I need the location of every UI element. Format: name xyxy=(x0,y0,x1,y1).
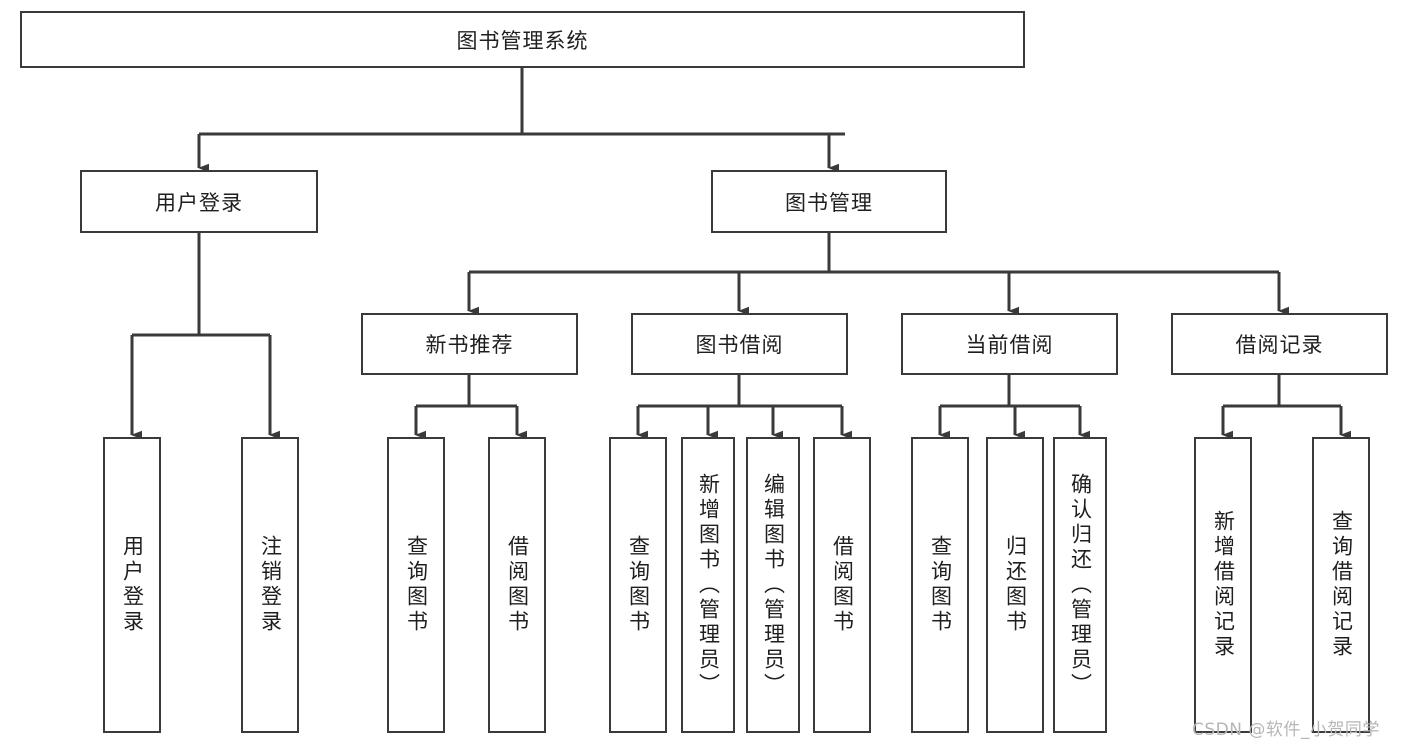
node-leaf-borrow-book-2-label: 借阅图书 xyxy=(830,535,855,635)
node-leaf-confirm-return-admin-label: 确认归还（管理员） xyxy=(1068,472,1093,698)
node-leaf-add-borrow-record-label: 新增借阅记录 xyxy=(1211,510,1236,660)
node-leaf-borrow-book-1[interactable]: 借阅图书 xyxy=(488,437,546,733)
node-root[interactable]: 图书管理系统 xyxy=(20,11,1025,68)
node-leaf-query-book-2-label: 查询图书 xyxy=(626,535,651,635)
node-leaf-query-book-2[interactable]: 查询图书 xyxy=(609,437,667,733)
node-book-borrow-label: 图书借阅 xyxy=(695,333,784,357)
node-leaf-add-book-admin-label: 新增图书（管理员） xyxy=(696,472,721,698)
node-leaf-edit-book-admin[interactable]: 编辑图书（管理员） xyxy=(746,437,800,733)
node-leaf-borrow-book-2[interactable]: 借阅图书 xyxy=(813,437,871,733)
node-borrow-record-label: 借阅记录 xyxy=(1235,333,1324,357)
node-leaf-logout-label: 注销登录 xyxy=(258,535,283,635)
node-leaf-logout[interactable]: 注销登录 xyxy=(241,437,299,733)
node-new-book-recommend-label: 新书推荐 xyxy=(425,333,514,357)
node-leaf-query-book-1-label: 查询图书 xyxy=(404,535,429,635)
node-root-label: 图书管理系统 xyxy=(456,28,589,53)
node-leaf-borrow-book-1-label: 借阅图书 xyxy=(505,535,530,635)
node-user-login-label: 用户登录 xyxy=(155,190,243,215)
node-leaf-confirm-return-admin[interactable]: 确认归还（管理员） xyxy=(1053,437,1107,733)
node-current-borrow-label: 当前借阅 xyxy=(965,333,1054,357)
node-book-manage[interactable]: 图书管理 xyxy=(711,170,947,233)
node-leaf-user-login-label: 用户登录 xyxy=(120,535,145,635)
node-borrow-record[interactable]: 借阅记录 xyxy=(1171,313,1388,375)
node-leaf-edit-book-admin-label: 编辑图书（管理员） xyxy=(761,472,786,698)
node-leaf-query-borrow-record[interactable]: 查询借阅记录 xyxy=(1312,437,1370,733)
node-leaf-query-borrow-record-label: 查询借阅记录 xyxy=(1329,510,1354,660)
csdn-watermark: CSDN @软件_小贺同学 xyxy=(1192,720,1380,740)
node-user-login[interactable]: 用户登录 xyxy=(80,170,318,233)
node-leaf-add-borrow-record[interactable]: 新增借阅记录 xyxy=(1194,437,1252,733)
node-leaf-return-book-label: 归还图书 xyxy=(1003,535,1028,635)
node-current-borrow[interactable]: 当前借阅 xyxy=(901,313,1118,375)
node-leaf-query-book-3[interactable]: 查询图书 xyxy=(911,437,969,733)
node-leaf-query-book-1[interactable]: 查询图书 xyxy=(387,437,445,733)
node-new-book-recommend[interactable]: 新书推荐 xyxy=(361,313,578,375)
node-leaf-query-book-3-label: 查询图书 xyxy=(928,535,953,635)
node-book-borrow[interactable]: 图书借阅 xyxy=(631,313,848,375)
node-leaf-user-login[interactable]: 用户登录 xyxy=(103,437,161,733)
node-leaf-return-book[interactable]: 归还图书 xyxy=(986,437,1044,733)
node-leaf-add-book-admin[interactable]: 新增图书（管理员） xyxy=(681,437,735,733)
node-book-manage-label: 图书管理 xyxy=(785,190,873,215)
